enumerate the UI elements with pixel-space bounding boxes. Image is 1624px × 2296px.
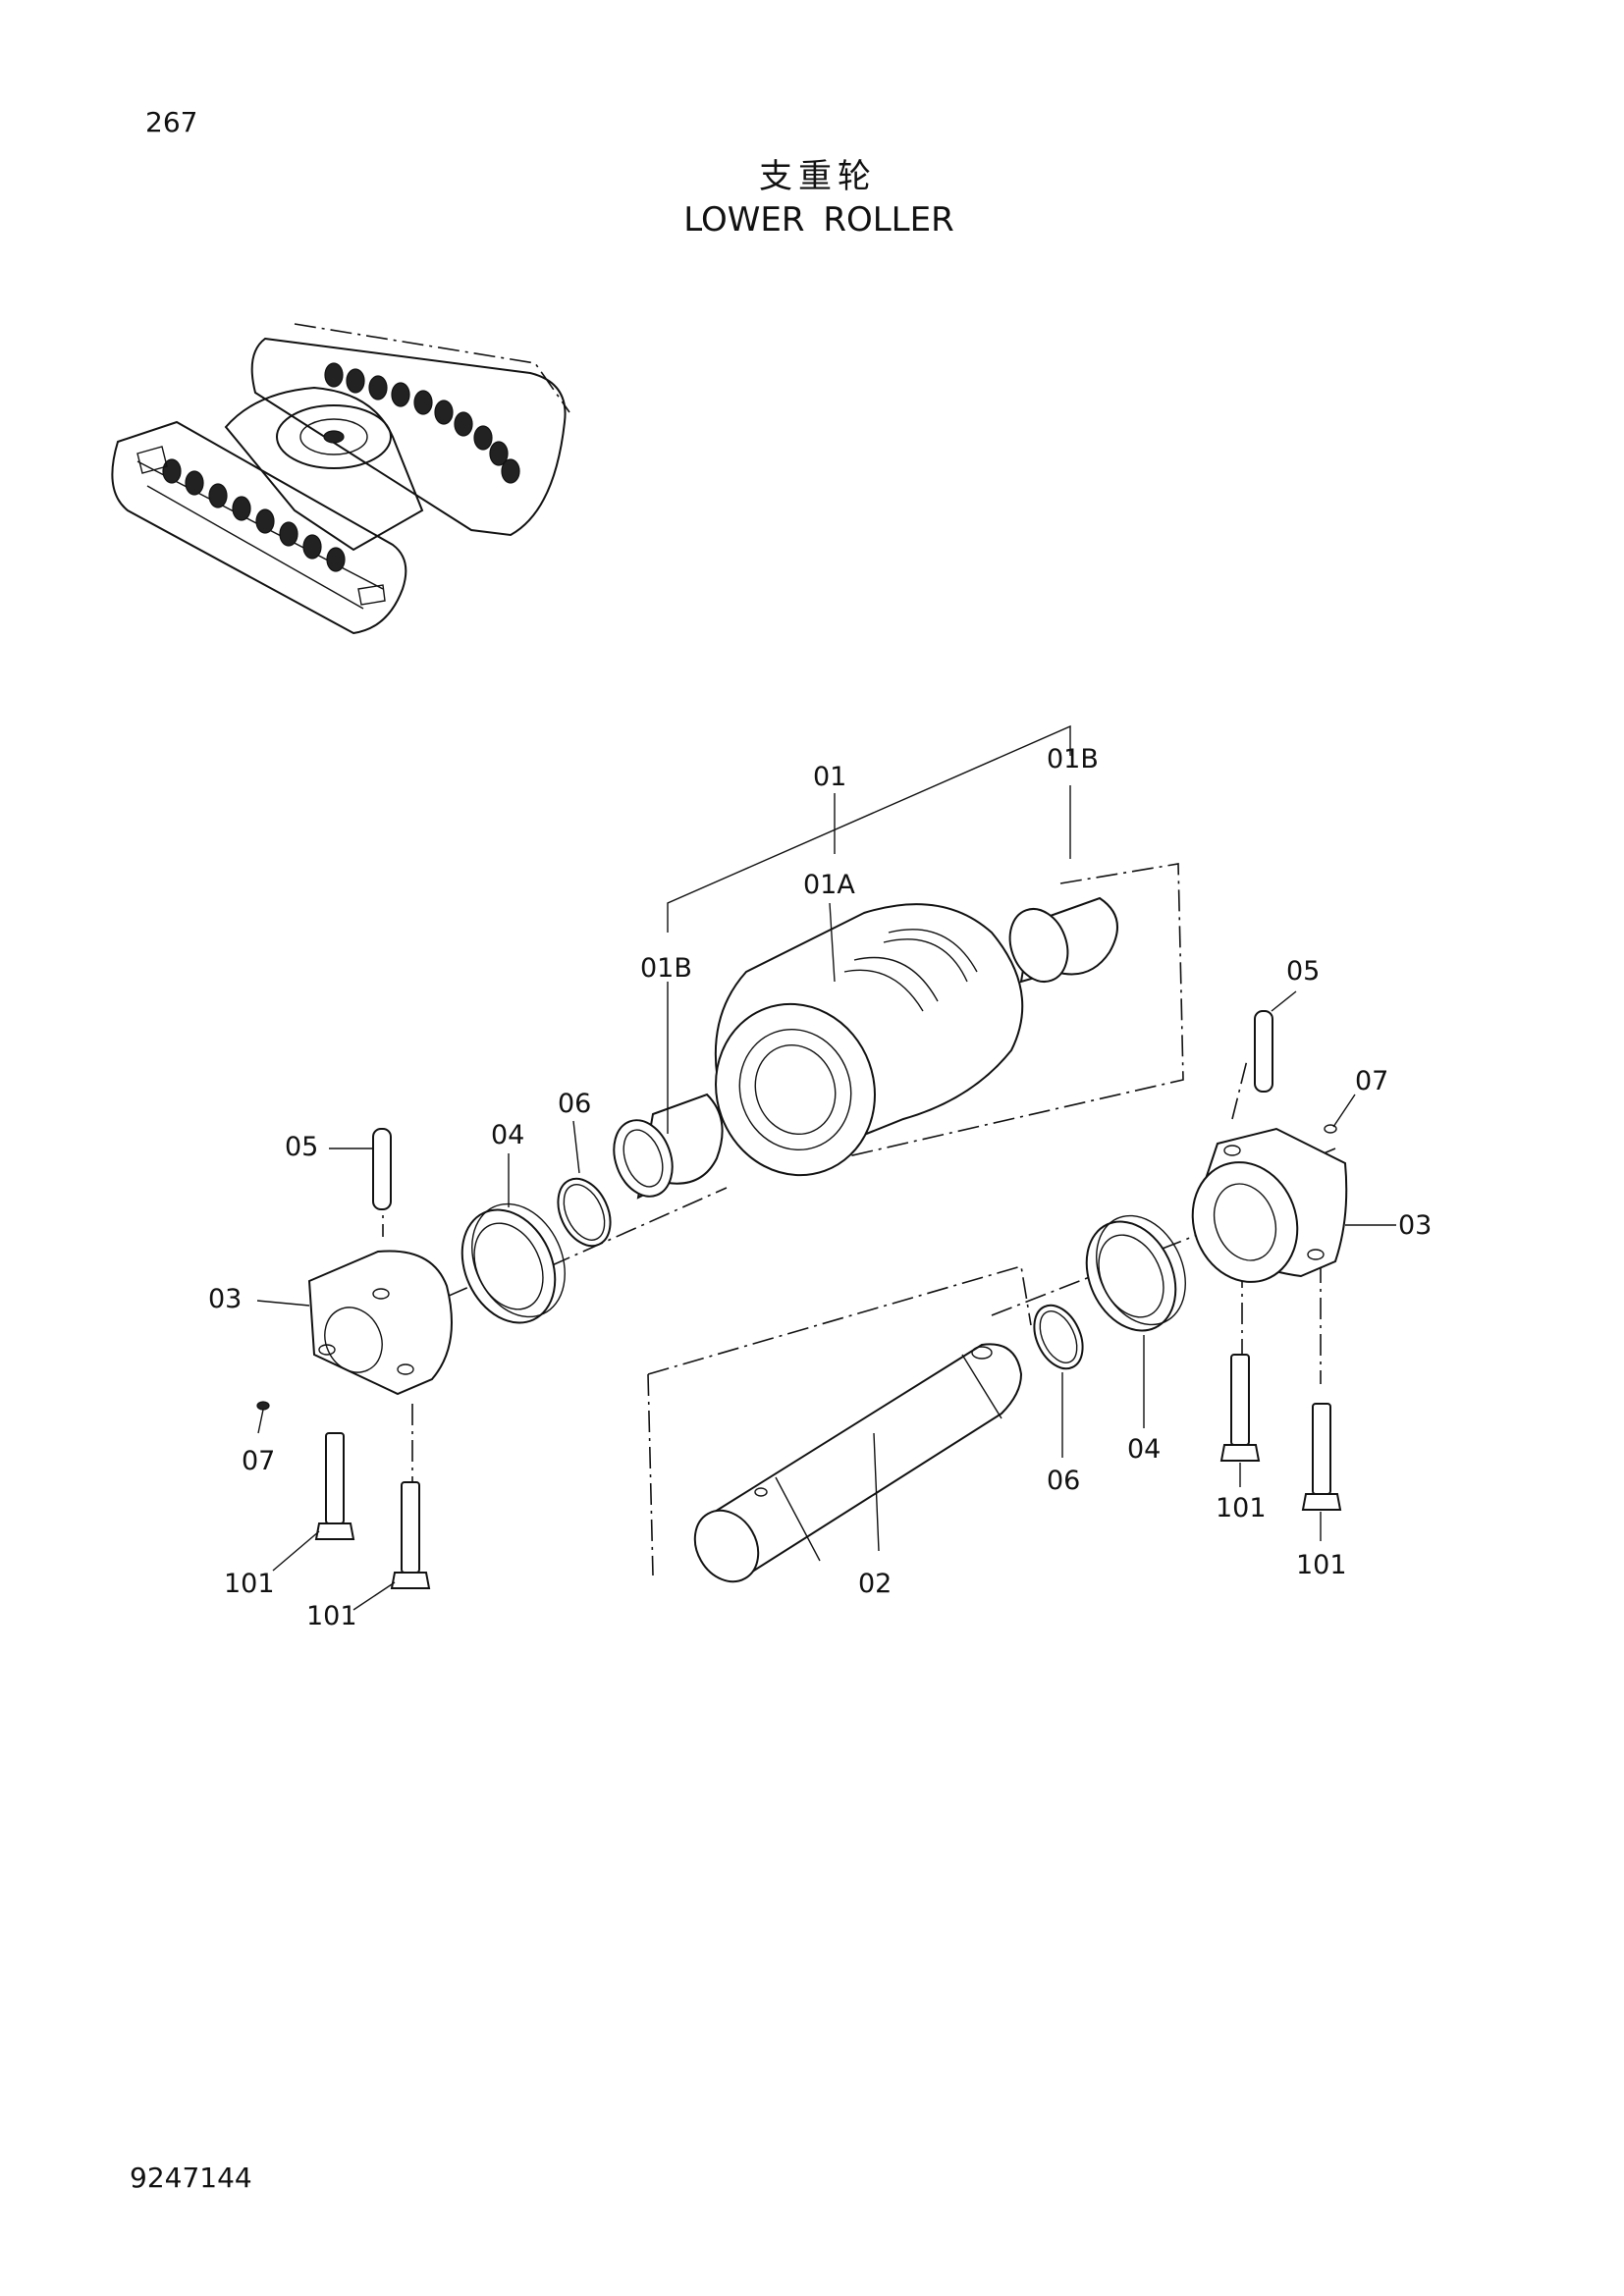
callout-labels: 01 01A 01B 01B 02 03 03 04 04 05 05 06 0… xyxy=(208,744,1432,1631)
callout-01a: 01A xyxy=(803,870,855,900)
part-06-oring-left xyxy=(557,1177,612,1248)
callout-04-left: 04 xyxy=(491,1120,524,1150)
part-01b-bushing-left xyxy=(613,1093,724,1200)
part-101-bolt-c xyxy=(1219,1354,1261,1462)
leader-lines xyxy=(256,785,1396,1611)
page-title-chinese: 支重轮 xyxy=(759,157,877,196)
callout-101-b: 101 xyxy=(306,1601,357,1631)
callout-02: 02 xyxy=(858,1569,892,1599)
callout-06-left: 06 xyxy=(558,1089,591,1119)
part-05-pin-left xyxy=(372,1128,392,1210)
part-06-oring-right xyxy=(1033,1304,1084,1370)
part-07-plug-left xyxy=(256,1401,270,1411)
callout-05-left: 05 xyxy=(285,1132,318,1162)
part-01b-bushing-right xyxy=(1008,896,1118,984)
part-04-seal-left xyxy=(460,1202,566,1324)
part-05-pin-right xyxy=(1254,1010,1273,1093)
callout-101-d: 101 xyxy=(1296,1550,1347,1580)
part-03-collar-right xyxy=(1191,1127,1348,1283)
callout-01b-left: 01B xyxy=(640,953,692,984)
part-101-bolt-a xyxy=(314,1432,355,1540)
page-title-english: LOWER ROLLER xyxy=(683,200,954,240)
page-number: 267 xyxy=(145,106,198,138)
part-04-seal-right xyxy=(1085,1214,1186,1332)
part-02-shaft xyxy=(693,1343,1023,1583)
callout-06-right: 06 xyxy=(1047,1466,1080,1496)
undercarriage-overview-illustration xyxy=(111,323,570,635)
callout-07-left: 07 xyxy=(242,1446,275,1476)
part-101-bolt-d xyxy=(1301,1403,1342,1511)
callout-01: 01 xyxy=(813,762,846,792)
callout-101-c: 101 xyxy=(1216,1493,1267,1523)
part-03-collar-left xyxy=(307,1250,453,1396)
callout-101-a: 101 xyxy=(224,1569,275,1599)
callout-04-right: 04 xyxy=(1127,1434,1161,1465)
callout-03-left: 03 xyxy=(208,1284,242,1314)
callout-03-right: 03 xyxy=(1398,1210,1432,1241)
part-101-bolt-b xyxy=(390,1481,431,1589)
callout-01b-top: 01B xyxy=(1047,744,1099,774)
callout-07-right: 07 xyxy=(1355,1066,1388,1096)
document-code: 9247144 xyxy=(130,2162,252,2194)
part-01a-roller xyxy=(714,903,1024,1177)
part-07-plug-right xyxy=(1324,1124,1337,1134)
callout-05-right: 05 xyxy=(1286,956,1320,987)
